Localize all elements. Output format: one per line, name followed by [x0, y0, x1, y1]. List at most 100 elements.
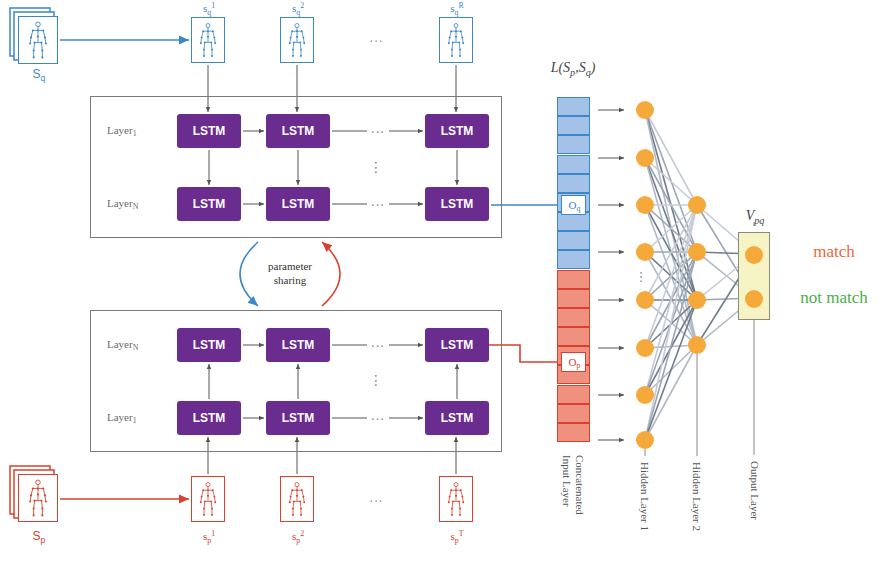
skeleton-figure: [23, 20, 53, 60]
frame-stack: Sq: [18, 16, 58, 64]
label: not match: [800, 288, 868, 308]
node-text: Vpq: [746, 208, 765, 225]
connector: [489, 345, 561, 362]
input-arrow: [598, 348, 624, 349]
subscript: 1: [133, 129, 137, 138]
leader-line: [754, 320, 755, 455]
lstm-cell: LSTM: [266, 114, 330, 148]
subscript: q: [296, 8, 300, 17]
node-text: LSTM: [441, 197, 474, 211]
connector: [243, 131, 264, 132]
skeleton-figure: [285, 480, 309, 518]
node-text: sqR: [450, 1, 464, 17]
node-text: Oq: [569, 199, 581, 213]
node-text: Layer1: [107, 411, 137, 425]
lstm-cell: LSTM: [177, 401, 241, 435]
neuron: [636, 386, 654, 404]
label: ···: [369, 492, 383, 508]
lstm-cell: LSTM: [425, 328, 489, 362]
leader-line: [645, 449, 646, 456]
output-layer: VpqOutput Layer: [738, 232, 770, 320]
label: ⋮: [634, 269, 649, 284]
node-text: sq1: [203, 1, 215, 17]
node-text: LSTM: [193, 124, 226, 138]
node-text: Layer1: [107, 124, 137, 138]
connection: [645, 300, 697, 440]
superscript: 1: [211, 1, 215, 10]
neuron: [745, 290, 763, 308]
lstm-cell: LSTM: [425, 401, 489, 435]
skeleton-frame: sqR: [439, 17, 473, 63]
node-text: LSTM: [282, 411, 315, 425]
node-text: LayerN: [107, 338, 138, 352]
skeleton-figure: [444, 480, 468, 518]
node-text: sq2: [292, 1, 304, 17]
node-text: LSTM: [441, 338, 474, 352]
skeleton-frame: sp1: [191, 476, 225, 522]
subscript: q: [455, 8, 459, 17]
skeleton-frame: sp2: [280, 476, 314, 522]
skeleton-figure: [196, 21, 220, 59]
neuron: [636, 243, 654, 261]
lstm-cell: LSTM: [177, 187, 241, 221]
node-text: LayerN: [107, 197, 138, 211]
input-cell: [557, 385, 590, 404]
connector: [243, 204, 264, 205]
node-text: sp1: [203, 529, 215, 545]
node-text: Output Layer: [749, 461, 761, 520]
frame-stack: Sp: [18, 474, 58, 522]
subscript: p: [296, 536, 300, 545]
neuron: [636, 101, 654, 119]
connector: [297, 437, 298, 474]
node-text: Sp: [33, 529, 46, 545]
input-cell: [557, 174, 590, 193]
node-text: Op: [569, 356, 581, 370]
node-text: LSTM: [441, 124, 474, 138]
connector: [240, 242, 258, 306]
lstm-cell: LSTM: [425, 187, 489, 221]
neuron: [636, 196, 654, 214]
input-cell: [557, 97, 590, 116]
edge-label: ···: [367, 124, 389, 138]
subscript: q: [41, 73, 46, 83]
input-arrow: [598, 252, 624, 253]
subscript: q: [577, 204, 581, 213]
input-cell: [557, 135, 590, 154]
subscript: p: [207, 536, 211, 545]
input-cell: [557, 116, 590, 135]
edge-label: ···: [367, 411, 389, 425]
label: match: [813, 242, 855, 262]
neuron: [636, 291, 654, 309]
subscript: q: [586, 67, 591, 78]
superscript: 2: [300, 529, 304, 538]
input-cell: [557, 270, 590, 289]
input-arrow: [598, 440, 624, 441]
subscript: p: [41, 535, 46, 545]
connector: [60, 39, 189, 41]
input-arrow: [598, 110, 624, 111]
skeleton-frame: sq1: [191, 17, 225, 63]
input-arrow: [598, 395, 624, 396]
input-cell: [557, 155, 590, 174]
neuron: [688, 196, 706, 214]
neuron: [688, 336, 706, 354]
skeleton-frame: spT: [439, 476, 473, 522]
connector: [60, 498, 189, 500]
label: ⋮: [369, 372, 383, 388]
neuron: [688, 243, 706, 261]
input-cell: [557, 308, 590, 327]
neuron: [636, 149, 654, 167]
connector: [456, 65, 457, 112]
label: ···: [369, 32, 383, 48]
node-text: LSTM: [441, 411, 474, 425]
subscript: q: [207, 8, 211, 17]
leader-line: [697, 354, 698, 456]
node-text: sp2: [292, 529, 304, 545]
neuron: [688, 291, 706, 309]
connector: [208, 437, 209, 474]
input-cell: [557, 423, 590, 442]
neuron: [745, 246, 763, 264]
subscript: p: [577, 361, 581, 370]
connector: [243, 418, 264, 419]
node-text: LSTM: [282, 197, 315, 211]
